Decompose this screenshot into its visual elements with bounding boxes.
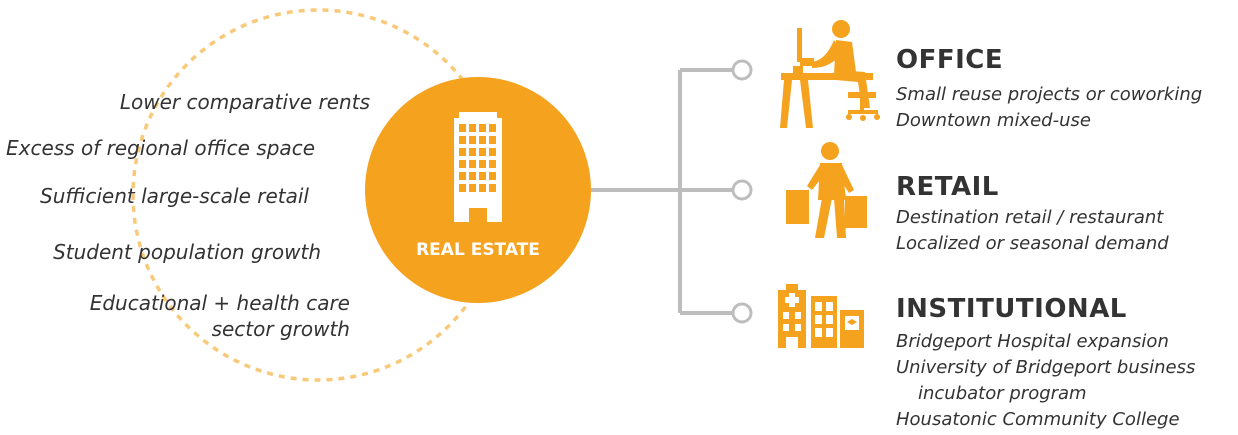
connector-node-institutional (731, 302, 753, 324)
category-line: Localized or seasonal demand (896, 233, 1169, 254)
building-icon (454, 112, 502, 222)
building-window (489, 184, 496, 192)
building-window (479, 148, 486, 156)
building-window (469, 124, 476, 132)
connector (585, 68, 733, 315)
category-line: Downtown mixed-use (896, 110, 1091, 131)
building-window (489, 124, 496, 132)
building-window (469, 136, 476, 144)
building-window (469, 172, 476, 180)
building-window (469, 184, 476, 192)
building-window (489, 148, 496, 156)
building-window (459, 148, 466, 156)
category-title-office: OFFICE (896, 45, 1004, 75)
connector-nodes (731, 59, 753, 324)
factor-item: Lower comparative rents (120, 89, 370, 115)
factor-item: Student population growth (53, 239, 321, 265)
building-window (469, 148, 476, 156)
building-window (469, 160, 476, 168)
factor-item: Excess of regional office space (6, 135, 315, 161)
office-worker-icon (780, 20, 880, 128)
connector-node-office (731, 59, 753, 81)
building-window (489, 160, 496, 168)
category-line: Small reuse projects or coworking (896, 84, 1203, 105)
factor-line: Sufficient large-scale retail (40, 184, 309, 208)
building-window (479, 184, 486, 192)
building-window (459, 172, 466, 180)
building-window (459, 136, 466, 144)
building-window (479, 160, 486, 168)
hub-label: REAL ESTATE (416, 240, 540, 260)
building-window (489, 172, 496, 180)
factor-item: Sufficient large-scale retail (40, 183, 309, 209)
building-window (489, 136, 496, 144)
category-title-institutional: INSTITUTIONAL (896, 294, 1127, 324)
category-line: incubator program (918, 383, 1087, 404)
category-title-retail: RETAIL (896, 172, 999, 202)
category-line: Housatonic Community College (896, 409, 1180, 430)
factor-line: Educational + health care (89, 291, 350, 315)
shopper-icon (786, 142, 867, 238)
connector-node-retail (731, 179, 753, 201)
building-window (459, 160, 466, 168)
factor-line: Excess of regional office space (5, 136, 315, 160)
category-line: Destination retail / restaurant (896, 207, 1164, 228)
category-line: Bridgeport Hospital expansion (896, 331, 1169, 352)
hospital-university-icon (778, 284, 864, 348)
building-window (459, 124, 466, 132)
building-window (479, 136, 486, 144)
factor-line: sector growth (211, 317, 350, 341)
factor-line: Lower comparative rents (119, 90, 370, 114)
building-window (479, 172, 486, 180)
category-line: University of Bridgeport business (896, 357, 1196, 378)
factor-line: Student population growth (53, 240, 321, 264)
building-window (459, 184, 466, 192)
factor-item: Educational + health care sector growth (90, 290, 350, 342)
building-window (479, 124, 486, 132)
